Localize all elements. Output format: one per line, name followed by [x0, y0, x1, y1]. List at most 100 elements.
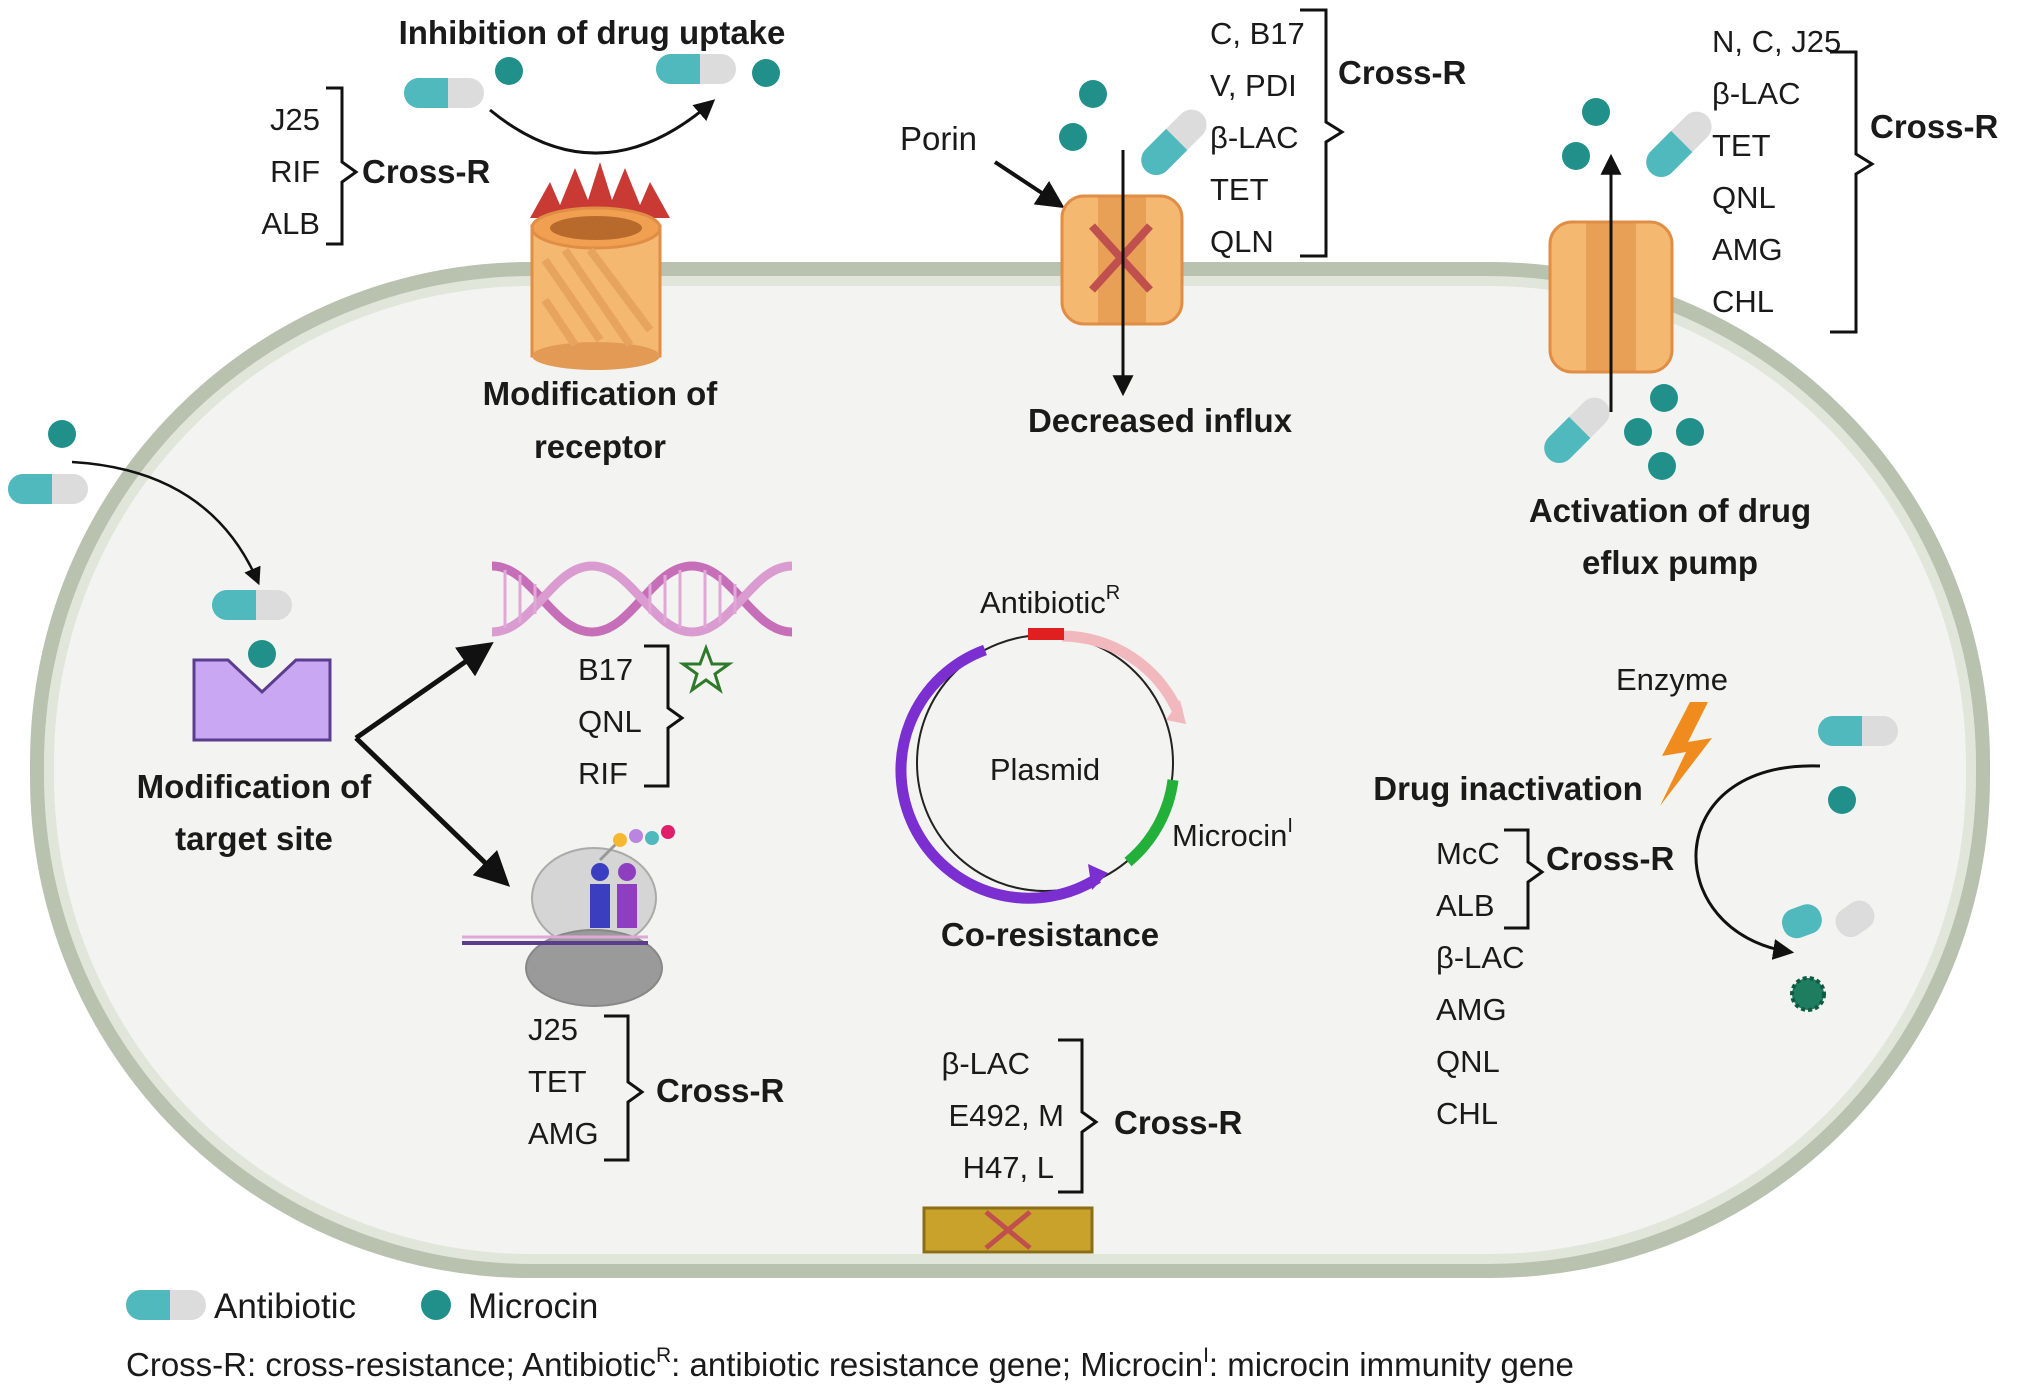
antibiotic-capsule-icon	[8, 474, 88, 504]
efflux-cross-resistance: N, C, J25 β-LAC TET QNL AMG CHL Cross-R	[1712, 24, 1999, 334]
dna-drug-2: QNL	[578, 704, 642, 739]
enzyme-lightning-icon	[1660, 702, 1712, 806]
receptor-drug-3: ALB	[261, 206, 320, 241]
inactivated-microcin-icon	[1790, 976, 1826, 1012]
efflux-label-line1: Activation of drug	[1529, 492, 1811, 529]
legend-antibiotic-icon	[126, 1290, 206, 1320]
membrane-drug-3: H47, L	[963, 1150, 1054, 1185]
decreased-influx-label: Decreased influx	[1028, 402, 1293, 439]
membrane-cross-r-label: Cross-R	[1114, 1104, 1243, 1141]
microcin-icon	[1079, 80, 1107, 108]
inactivation-drug-5: QNL	[1436, 1044, 1500, 1079]
efflux-drug-5: AMG	[1712, 232, 1783, 267]
legend-caption: Cross-R: cross-resistance; AntibioticR: …	[126, 1344, 1574, 1383]
ribosome-drug-3: AMG	[528, 1116, 599, 1151]
membrane-gene-icon	[922, 1206, 1094, 1254]
inactivation-drug-2: ALB	[1436, 888, 1495, 923]
antibiotic-capsule-icon	[404, 78, 484, 108]
receptor-label-line2: receptor	[534, 428, 666, 465]
legend-microcin-icon	[421, 1290, 451, 1320]
receptor-icon	[530, 162, 670, 370]
receptor-drug-2: RIF	[270, 154, 320, 189]
legend-antibiotic-label: Antibiotic	[214, 1287, 356, 1326]
target-arrow-ribosome	[354, 736, 511, 887]
inhibition-uptake-label: Inhibition of drug uptake	[399, 14, 786, 51]
broken-antibiotic-icon	[1781, 900, 1875, 939]
porin-label: Porin	[900, 120, 977, 157]
receptor-label-line1: Modification of	[483, 375, 719, 412]
membrane-drug-2: E492, M	[949, 1098, 1064, 1133]
efflux-drug-2: β-LAC	[1712, 76, 1800, 111]
microcin-i-gene-label: MicrocinI	[1172, 815, 1293, 853]
target-arrow-dna	[354, 641, 494, 741]
microcin-icon	[1828, 786, 1856, 814]
receptor-bracket	[326, 86, 359, 246]
influx-drug-1: C, B17	[1210, 16, 1305, 51]
influx-cross-r-label: Cross-R	[1338, 54, 1467, 91]
antibiotic-capsule-icon	[212, 590, 292, 620]
efflux-drug-3: TET	[1712, 128, 1771, 163]
ribosome-cross-r-label: Cross-R	[656, 1072, 785, 1109]
antibiotic-r-gene-label: AntibioticR	[980, 582, 1120, 620]
co-resistance-label: Co-resistance	[941, 916, 1159, 953]
inactivation-bracket	[1504, 828, 1545, 930]
porin-pointer-arrow	[993, 160, 1065, 209]
efflux-cross-r-label: Cross-R	[1870, 108, 1999, 145]
receptor-drug-1: J25	[270, 102, 320, 137]
microcin-icon	[1562, 142, 1590, 170]
dna-drug-3: RIF	[578, 756, 628, 791]
antibiotic-capsule-icon	[1646, 111, 1712, 177]
star-icon	[678, 643, 734, 694]
influx-drug-4: TET	[1210, 172, 1269, 207]
microcin-icon	[1582, 98, 1610, 126]
dna-bracket	[644, 644, 685, 788]
membrane-bracket	[1058, 1038, 1099, 1194]
membrane-cross-resistance: β-LAC E492, M H47, L Cross-R	[942, 1038, 1243, 1194]
receptor-cross-r-label: Cross-R	[362, 153, 491, 190]
enzyme-label: Enzyme	[1616, 662, 1728, 697]
efflux-bracket	[1830, 50, 1875, 334]
influx-bracket	[1300, 8, 1345, 258]
receptor-cross-resistance: J25 RIF ALB Cross-R	[261, 86, 491, 246]
uptake-arrow	[489, 99, 716, 155]
dna-drug-1: B17	[578, 652, 633, 687]
microcin-icon	[752, 59, 780, 87]
microcin-icon	[1650, 384, 1678, 412]
legend: Antibiotic Microcin Cross-R: cross-resis…	[126, 1287, 1574, 1383]
influx-drug-3: β-LAC	[1210, 120, 1298, 155]
inactivation-drug-1: McC	[1436, 836, 1500, 871]
legend-microcin-label: Microcin	[468, 1287, 598, 1326]
bacterial-cell	[30, 262, 1990, 1278]
efflux-drug-4: QNL	[1712, 180, 1776, 215]
influx-drug-5: QLN	[1210, 224, 1274, 259]
microcin-icon	[1676, 418, 1704, 446]
microcin-icon	[48, 420, 76, 448]
antibiotic-capsule-icon	[656, 54, 736, 84]
inactivation-arrow	[1694, 764, 1821, 960]
plasmid-label: Plasmid	[990, 752, 1100, 787]
ribosome-icon	[462, 825, 675, 1007]
antibiotic-capsule-icon	[1818, 716, 1898, 746]
antibiotic-capsule-icon	[1141, 109, 1207, 175]
inactivation-drug-4: AMG	[1436, 992, 1507, 1027]
dna-helix-icon	[491, 561, 793, 637]
ribosome-bracket	[604, 1014, 645, 1162]
target-site-label-line1: Modification of	[137, 768, 373, 805]
efflux-drug-1: N, C, J25	[1712, 24, 1841, 59]
ribosome-drug-2: TET	[528, 1064, 587, 1099]
microcin-icon	[1059, 123, 1087, 151]
inactivation-drug-3: β-LAC	[1436, 940, 1524, 975]
microcin-icon	[495, 57, 523, 85]
inactivation-cross-r-label: Cross-R	[1546, 840, 1675, 877]
dna-cross-resistance: B17 QNL RIF	[578, 643, 734, 791]
influx-cross-resistance: C, B17 V, PDI β-LAC TET QLN Cross-R	[1210, 8, 1467, 259]
inactivation-drug-6: CHL	[1436, 1096, 1498, 1131]
microcin-icon	[1648, 452, 1676, 480]
blocked-x-icon	[1089, 223, 1153, 293]
microcin-icon	[248, 640, 276, 668]
plasmid-icon	[895, 628, 1186, 904]
target-site-label-line2: target site	[175, 820, 333, 857]
target-entry-arrow	[71, 460, 261, 586]
drug-inactivation-label: Drug inactivation	[1373, 770, 1643, 807]
